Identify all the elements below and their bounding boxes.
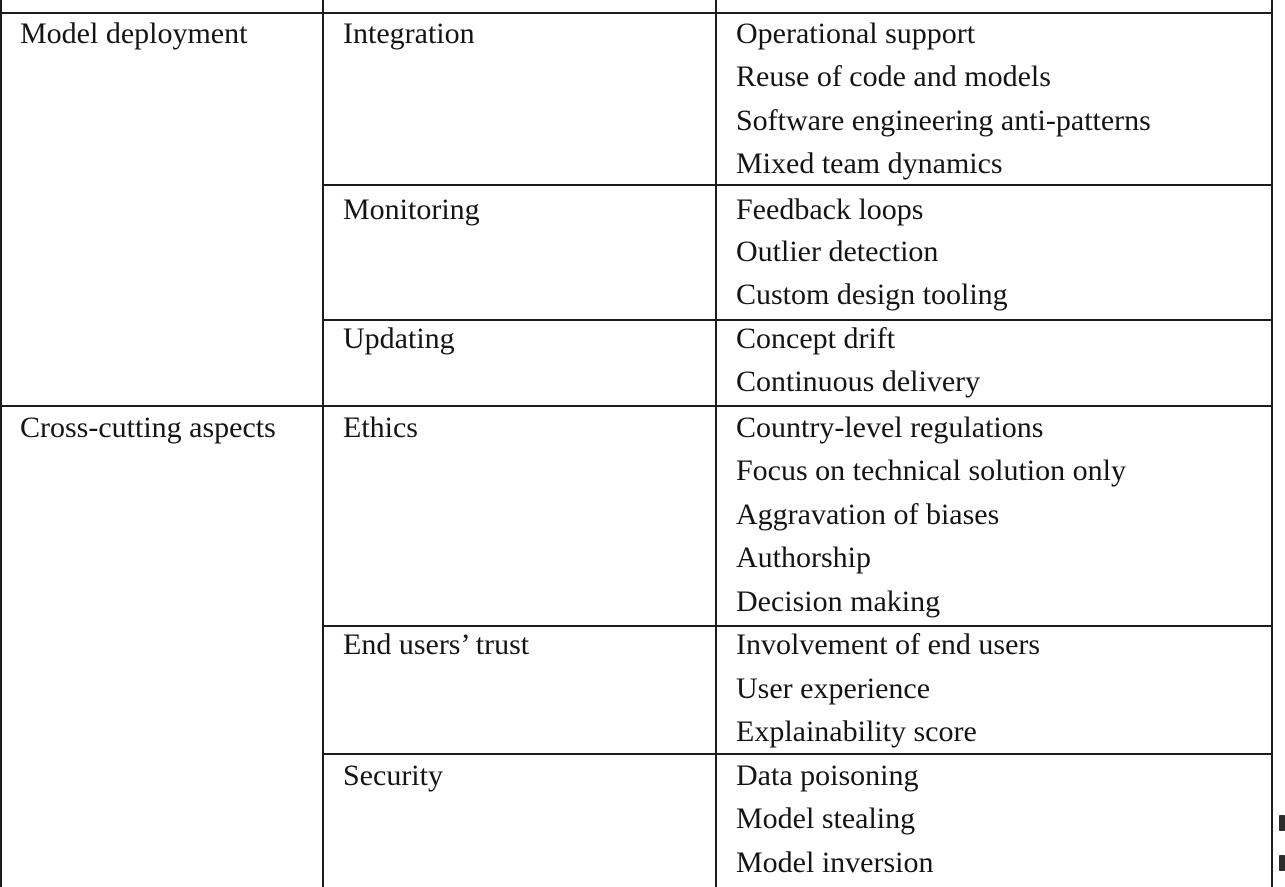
challenge-cell: Focus on technical solution only xyxy=(736,454,1126,487)
table-right-border xyxy=(1271,0,1273,887)
challenge-cell: Data poisoning xyxy=(736,759,919,792)
row-rule-updating xyxy=(322,319,1273,321)
challenge-cell: Operational support xyxy=(736,17,976,50)
scroll-marker[interactable] xyxy=(1279,815,1285,831)
challenge-cell: Feedback loops xyxy=(736,193,924,226)
challenge-cell: Explainability score xyxy=(736,715,977,748)
challenge-cell: Involvement of end users xyxy=(736,628,1041,661)
stage-cell: Model deployment xyxy=(20,17,248,50)
step-cell: Updating xyxy=(343,322,455,355)
challenge-cell: Decision making xyxy=(736,585,941,618)
challenge-cell: Mixed team dynamics xyxy=(736,147,1003,180)
column-divider-2 xyxy=(715,0,717,887)
step-cell: Ethics xyxy=(343,411,418,444)
challenge-cell: Software engineering anti-patterns xyxy=(736,104,1151,137)
step-cell: Security xyxy=(343,759,443,792)
scroll-marker[interactable] xyxy=(1279,855,1285,871)
table-left-border xyxy=(0,0,2,887)
step-cell: End users’ trust xyxy=(343,628,530,661)
challenge-cell: Aggravation of biases xyxy=(736,498,1000,531)
challenge-cell: Concept drift xyxy=(736,322,896,355)
challenge-cell: Continuous delivery xyxy=(736,365,981,398)
column-divider-1 xyxy=(322,0,324,887)
row-rule-security xyxy=(322,753,1273,755)
challenge-cell: Outlier detection xyxy=(736,235,939,268)
challenge-cell: Custom design tooling xyxy=(736,278,1008,311)
step-cell: Monitoring xyxy=(343,193,480,226)
row-rule-top xyxy=(0,12,1273,14)
challenge-cell: Model stealing xyxy=(736,802,916,835)
section-rule xyxy=(0,405,1273,407)
step-cell: Integration xyxy=(343,17,475,50)
challenge-cell: Reuse of code and models xyxy=(736,60,1051,93)
row-rule-monitoring xyxy=(322,184,1273,186)
stage-cell: Cross-cutting aspects xyxy=(20,411,276,444)
row-rule-end-users-trust xyxy=(322,625,1273,627)
challenge-cell: Model inversion xyxy=(736,846,934,879)
challenge-cell: Country-level regulations xyxy=(736,411,1044,444)
challenge-cell: User experience xyxy=(736,672,931,705)
challenge-cell: Authorship xyxy=(736,541,871,574)
